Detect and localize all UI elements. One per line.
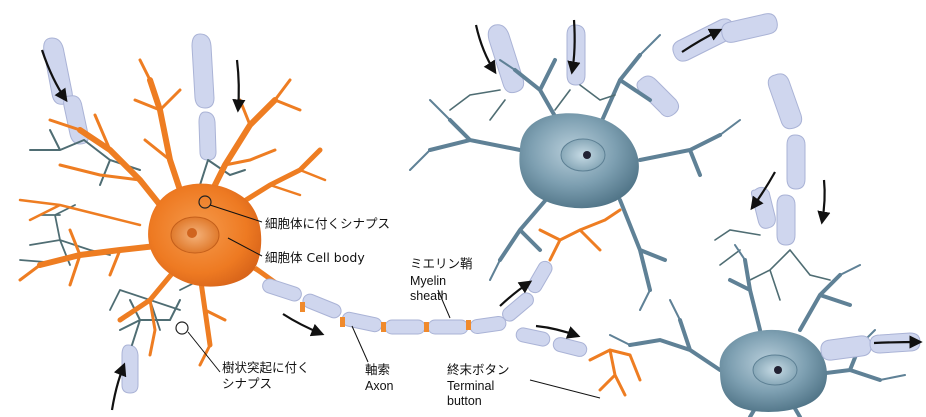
arrow-icon [822, 180, 825, 222]
label-axon-en: Axon [365, 379, 394, 393]
label-synapse-on-cell-body: 細胞体に付くシナプス [265, 216, 390, 231]
arrow-icon [874, 342, 920, 343]
label-myelin-en-line1: Myelin [410, 274, 446, 288]
arrow-icon [237, 60, 239, 110]
label-cell-body: 細胞体 Cell body [265, 250, 365, 265]
terminal-button-branches [540, 210, 640, 395]
diagram-labels: 細胞体に付くシナプス 細胞体 Cell body ミエリン鞘 Myelin sh… [222, 216, 510, 408]
label-terminal-en-line2: button [447, 394, 482, 408]
blue-neuron-bottom [610, 245, 920, 417]
label-terminal-ja: 終末ボタン [447, 362, 510, 377]
arrow-icon [283, 314, 322, 334]
blue-axon-descending [715, 74, 830, 300]
label-axon-ja: 軸索 [365, 362, 390, 377]
label-dendrite-synapse-line2: シナプス [222, 376, 272, 391]
label-dendrite-synapse-line1: 樹状突起に付く [222, 360, 310, 375]
label-myelin-ja: ミエリン鞘 [410, 256, 473, 271]
label-terminal-en-line1: Terminal [447, 379, 494, 393]
label-myelin-en-line2: sheath [410, 289, 448, 303]
synapse-on-dendrite-marker [176, 322, 188, 334]
orange-nucleolus [187, 228, 197, 238]
